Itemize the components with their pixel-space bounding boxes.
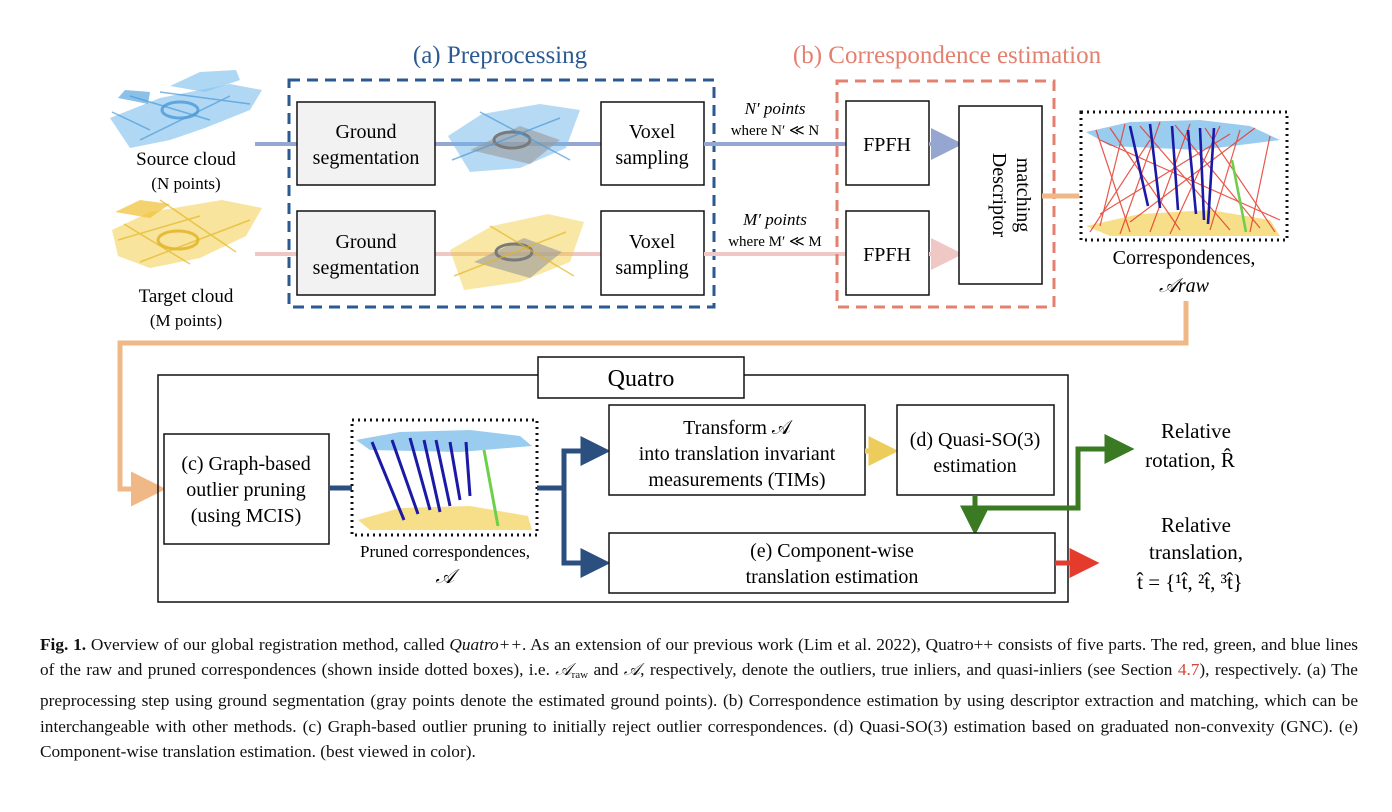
quasi-label-1: (d) Quasi-SO(3) [910,429,1041,451]
graph-pruning-block: (c) Graph-based outlier pruning (using M… [163,433,330,545]
fpfh-label: FPFH [863,134,911,156]
caption-method: Quatro++ [449,635,523,654]
graph-label-1: (c) Graph-based [181,453,310,475]
a-raw-label: 𝒜raw [1159,275,1210,297]
voxel-sampling-block-target: Voxel sampling [600,210,705,296]
raw-correspondences-label: Correspondences, [1113,247,1256,269]
voxel-label-2: sampling [615,147,688,169]
voxel-label-1: Voxel [629,231,676,253]
translation-label-1: Relative [1161,513,1231,537]
descriptor-matching-block: Descriptor matching [958,105,1043,285]
caption-text-1: Overview of our global registration meth… [90,635,445,654]
correspondence-title: (b) Correspondence estimation [793,42,1102,69]
rotation-label-1: Relative [1161,419,1231,443]
component-label-1: (e) Component-wise [750,540,914,562]
source-cloud-label: Source cloud [136,149,236,170]
caption-text-2: . As an extension of our previous work (… [40,635,1358,680]
voxel-label-2: sampling [615,257,688,279]
segmented-target-cloud-image [450,214,584,290]
caption-a-raw-sub: raw [571,669,589,682]
target-cloud-image [112,199,262,268]
ground-segmentation-block-source: Ground segmentation [296,101,436,186]
quasi-label-2: estimation [933,455,1016,477]
caption-text-3: and [593,660,619,680]
raw-to-pruning-edge [117,301,1189,507]
fpfh-block-target: FPFH [845,210,930,296]
quatro-title: Quatro [608,366,675,392]
pruned-correspondences-label: Pruned correspondences, [360,542,530,561]
raw-correspondences-image [1079,110,1289,242]
target-cloud-count: (M points) [150,311,222,330]
voxel-label-1: Voxel [629,121,676,143]
ground-segmentation-block-target: Ground segmentation [296,210,436,296]
caption-label: Fig. 1. [40,635,87,654]
ground-seg-label-2: segmentation [313,147,420,169]
caption-text-4: , respectively, denote the outliers, tru… [640,660,1173,680]
caption-a-raw: 𝒜 [555,660,572,681]
source-cloud-count: (N points) [151,174,220,193]
component-label-2: translation estimation [746,566,919,588]
figure-caption: Fig. 1. Overview of our global registrat… [40,632,1358,764]
component-wise-block: (e) Component-wise translation estimatio… [608,532,1056,594]
translation-label-3: t̂ = {¹t̂, ²t̂, ³t̂} [1136,570,1243,594]
ground-seg-label-2: segmentation [313,257,420,279]
quasi-so3-block: (d) Quasi-SO(3) estimation [896,404,1055,496]
fpfh-block-source: FPFH [845,100,930,186]
target-cloud-label: Target cloud [139,286,234,307]
source-points-label: N′ points [744,99,806,118]
graph-label-3: (using MCIS) [191,505,302,527]
fpfh-label: FPFH [863,244,911,266]
ground-seg-label-1: Ground [335,121,396,143]
matching-label: matching [1012,158,1034,232]
transform-label-2: into translation invariant [639,443,836,465]
a-pruned-label: 𝒜 [436,566,461,588]
preprocessing-group [287,78,716,309]
translation-label-2: translation, [1149,540,1243,564]
graph-label-2: outlier pruning [186,479,305,501]
source-points-cond: where N′ ≪ N [731,123,820,139]
source-cloud-image [110,70,262,148]
target-points-label: M′ points [742,210,807,229]
pruned-correspondences-image [350,418,539,537]
quasi-to-rotation-edge [972,434,1135,511]
ground-seg-label-1: Ground [335,231,396,253]
registration-pipeline-diagram: (a) Preprocessing (b) Correspondence est… [110,42,1289,603]
target-points-cond: where M′ ≪ M [728,234,822,250]
transform-label-1: Transform 𝒜 [683,417,793,439]
segmented-source-cloud-image [448,104,580,172]
rotation-label-2: rotation, R̂ [1145,448,1235,472]
transform-tims-block: Transform 𝒜 into translation invariant m… [608,404,866,496]
transform-label-3: measurements (TIMs) [648,469,825,491]
section-ref-link[interactable]: 4.7 [1177,660,1200,680]
split-to-transform-edge [561,436,611,488]
descriptor-label: Descriptor [988,153,1010,238]
preprocessing-title: (a) Preprocessing [413,42,588,69]
split-to-component-edge [561,488,611,578]
caption-a: 𝒜 [623,660,641,681]
quatro-title-box: Quatro [537,356,745,399]
voxel-sampling-block-source: Voxel sampling [600,101,705,186]
caption-text-5: ), respectively. (a) The preprocessing s… [40,660,1358,761]
